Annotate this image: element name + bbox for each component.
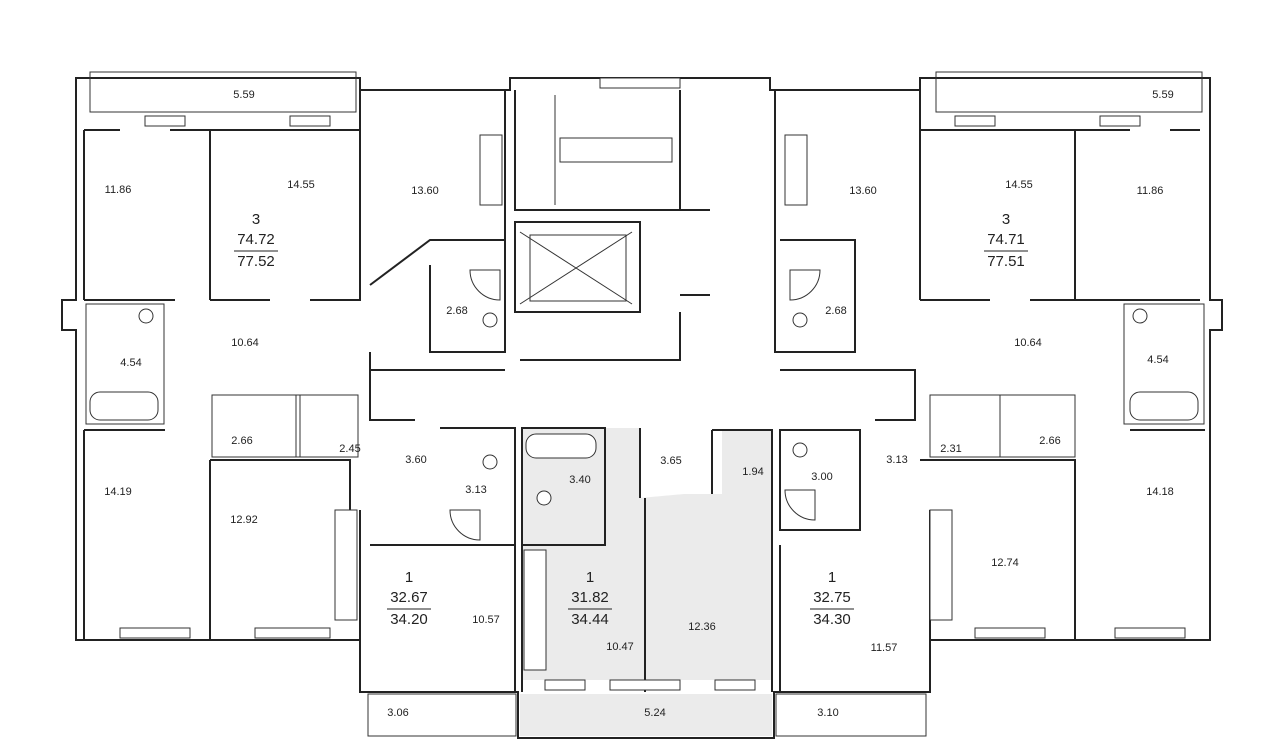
apartment-ne-rooms: 3 xyxy=(1002,211,1010,228)
staircase xyxy=(519,95,673,305)
room-bed-s-left-area: 12.92 xyxy=(230,514,258,526)
room-kitchen-n-right-area: 13.60 xyxy=(849,185,877,197)
room-closet-w2-area: 2.45 xyxy=(339,443,360,455)
room-closet-w1-area: 2.66 xyxy=(231,435,252,447)
room-kitchen-s-left-area: 10.57 xyxy=(472,614,500,626)
room-bath-w-area: 4.54 xyxy=(120,357,141,369)
apartment-s-left-summary: 1 32.67 34.20 xyxy=(387,569,431,628)
apartment-s-right-living-area: 32.75 xyxy=(813,589,851,606)
room-kitchen-s-mid-area: 10.47 xyxy=(606,641,634,653)
apartment-s-left-total-area: 34.20 xyxy=(390,611,428,628)
interior-walls xyxy=(83,90,1205,692)
apartment-nw-rooms: 3 xyxy=(252,211,260,228)
windows xyxy=(119,77,1186,691)
apartment-s-right-summary: 1 32.75 34.30 xyxy=(810,569,854,628)
apartment-labels: 3 74.72 77.52 3 74.71 77.51 1 32.67 34.20 1 31.82 3… xyxy=(234,211,1028,628)
room-bath-n-left-area: 2.68 xyxy=(446,305,467,317)
room-balcony-s-left-area: 3.06 xyxy=(387,707,408,719)
room-hall-s-mid-area: 3.65 xyxy=(660,455,681,467)
room-living-s-mid-area: 12.36 xyxy=(688,621,716,633)
room-bath-e-area: 4.54 xyxy=(1147,354,1168,366)
room-bed-sw-area: 14.19 xyxy=(104,486,132,498)
room-bed-ne2-area: 14.55 xyxy=(1005,179,1033,191)
room-bath-s-left-area: 3.13 xyxy=(465,484,486,496)
room-closet-e1-area: 2.31 xyxy=(940,443,961,455)
apartment-s-right-total-area: 34.30 xyxy=(813,611,851,628)
room-bath-n-right-area: 2.68 xyxy=(825,305,846,317)
room-hall-e-area: 10.64 xyxy=(1014,337,1042,349)
room-bed-s-right-area: 12.74 xyxy=(991,557,1019,569)
apartment-ne-total-area: 77.51 xyxy=(987,253,1025,270)
apartment-nw-total-area: 77.52 xyxy=(237,253,275,270)
room-bed-ne-area: 11.86 xyxy=(1137,185,1164,197)
apartment-nw-living-area: 74.72 xyxy=(237,231,275,248)
room-kitchen-s-right-area: 11.57 xyxy=(871,642,898,654)
highlighted-apartment xyxy=(520,428,772,736)
apartment-s-left-living-area: 32.67 xyxy=(390,589,428,606)
room-balcony-ne-area: 5.59 xyxy=(1152,89,1173,101)
apartment-s-mid-summary: 1 31.82 34.44 xyxy=(568,569,612,628)
room-bed-se-area: 14.18 xyxy=(1146,486,1174,498)
room-bath-s-right-area: 3.00 xyxy=(811,471,832,483)
room-hall-s-left-area: 3.60 xyxy=(405,454,426,466)
room-hall-s-right-area: 3.13 xyxy=(886,454,907,466)
room-bath-s-mid-area: 3.40 xyxy=(569,474,590,486)
exterior-walls xyxy=(61,71,1223,739)
room-balcony-nw-area: 5.59 xyxy=(233,89,254,101)
apartment-s-mid-total-area: 34.44 xyxy=(571,611,609,628)
room-kitchen-n-left-area: 13.60 xyxy=(411,185,439,197)
apartment-ne-living-area: 74.71 xyxy=(987,231,1025,248)
room-balcony-s-right-area: 3.10 xyxy=(817,707,838,719)
room-closet-e2-area: 2.66 xyxy=(1039,435,1060,447)
apartment-s-left-rooms: 1 xyxy=(405,569,413,586)
apartment-s-mid-living-area: 31.82 xyxy=(571,589,609,606)
apartment-s-mid-rooms: 1 xyxy=(586,569,594,586)
fixtures xyxy=(89,134,1199,671)
room-bed-nw2-area: 14.55 xyxy=(287,179,315,191)
apartment-ne-summary: 3 74.71 77.51 xyxy=(984,211,1028,270)
room-closet-s-mid-area: 1.94 xyxy=(742,466,763,478)
room-hall-w-area: 10.64 xyxy=(231,337,259,349)
room-bed-nw-area: 11.86 xyxy=(105,184,132,196)
apartment-s-right-rooms: 1 xyxy=(828,569,836,586)
apartment-nw-summary: 3 74.72 77.52 xyxy=(234,211,278,270)
room-balcony-s-mid-area: 5.24 xyxy=(644,707,665,719)
